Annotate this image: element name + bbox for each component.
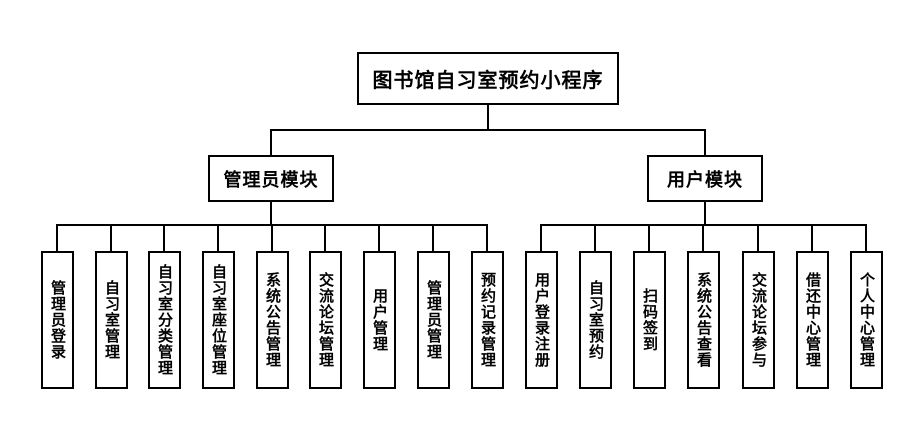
user-leaf-node: 借还中心管理: [796, 251, 829, 389]
admin-leaf-node: 自习室座位管理: [202, 251, 235, 389]
user-leaf-node: 系统公告查看: [687, 251, 720, 389]
admin-leaf-node: 自习室分类管理: [148, 251, 181, 389]
root-node: 图书馆自习室预约小程序: [357, 52, 619, 105]
admin-module-node: 管理员模块: [208, 155, 334, 202]
admin-leaf-node: 管理员管理: [417, 251, 450, 389]
admin-leaf-node: 预约记录管理: [471, 251, 504, 389]
user-leaf-node: 交流论坛参与: [742, 251, 775, 389]
user-leaf-node: 用户登录注册: [525, 251, 558, 389]
user-leaf-node: 扫码签到: [633, 251, 666, 389]
admin-leaf-node: 用户管理: [363, 251, 396, 389]
user-leaf-node: 自习室预约: [579, 251, 612, 389]
admin-leaf-node: 交流论坛管理: [309, 251, 342, 389]
admin-leaf-node: 系统公告管理: [256, 251, 289, 389]
admin-leaf-node: 自习室管理: [95, 251, 128, 389]
admin-leaf-node: 管理员登录: [41, 251, 74, 389]
user-leaf-node: 个人中心管理: [850, 251, 883, 389]
user-module-node: 用户模块: [647, 155, 763, 202]
